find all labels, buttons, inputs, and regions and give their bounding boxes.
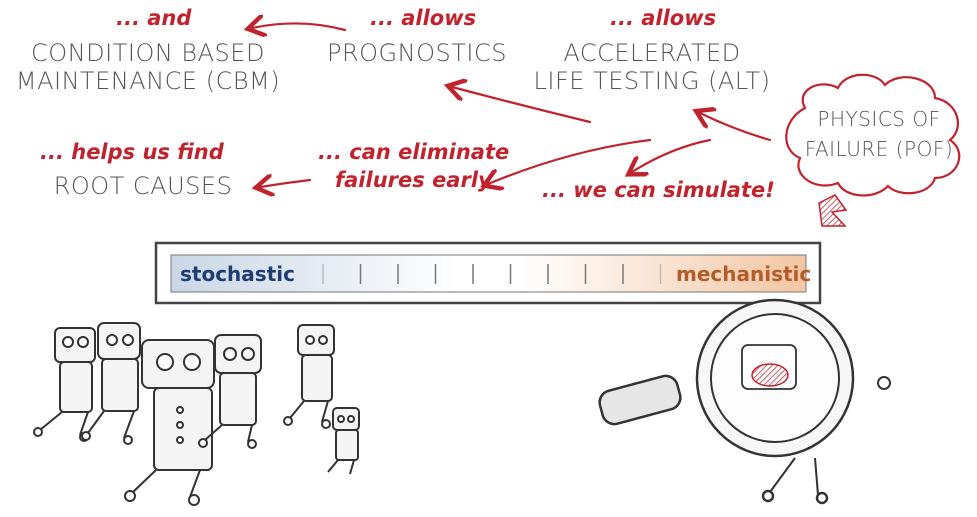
annotation-helps-root: ... helps us find: [40, 140, 224, 164]
concept-alt-line1: ACCELERATED: [563, 39, 741, 67]
pof-down-arrow: [818, 194, 848, 227]
robot-crowd-icon: [33, 322, 360, 506]
concept-root-causes: ROOT CAUSES: [53, 172, 233, 200]
annotation-allows-prognostics: ... allows: [370, 6, 477, 30]
concept-alt: ACCELERATED LIFE TESTING (ALT): [524, 39, 780, 95]
concept-prognostics: PROGNOSTICS: [327, 39, 507, 67]
arrow-alt-to-prognostics: [452, 87, 592, 124]
annotation-simulate: ... we can simulate!: [542, 178, 775, 202]
annotation-and: ... and: [116, 6, 192, 30]
annotation-eliminate: ... can eliminate: [318, 140, 510, 164]
scale-ticks: [322, 264, 662, 284]
concept-cbm-line1: CONDITION BASED: [31, 39, 265, 67]
arrow-pof-to-simulate: [632, 138, 712, 172]
magnifying-glass-robot-icon: [598, 298, 891, 505]
annotation-eliminate-line2: failures early: [335, 168, 492, 192]
annotation-allows-alt: ... allows: [610, 6, 717, 30]
arrow-pof-to-eliminate: [488, 138, 652, 184]
concept-pof-line1: PHYSICS OF: [817, 107, 941, 131]
scale-bar: [154, 241, 822, 305]
concept-pof: PHYSICS OF FAILURE (POF): [804, 104, 954, 164]
pof-cloud: [785, 73, 961, 227]
arrow-pof-to-alt: [700, 113, 772, 142]
concept-cbm-line2: MAINTENANCE (CBM): [15, 66, 281, 95]
arrows: [252, 23, 772, 187]
arrow-eliminate-to-root: [260, 180, 312, 187]
arrow-prognostics-to-cbm: [252, 23, 347, 30]
scale-label-stochastic: stochastic: [180, 262, 295, 286]
concept-cbm: CONDITION BASED MAINTENANCE (CBM): [4, 39, 292, 95]
scale-label-mechanistic: mechanistic: [676, 262, 812, 286]
concept-pof-line2: FAILURE (POF): [804, 137, 954, 161]
concept-alt-line2: LIFE TESTING (ALT): [533, 66, 771, 95]
